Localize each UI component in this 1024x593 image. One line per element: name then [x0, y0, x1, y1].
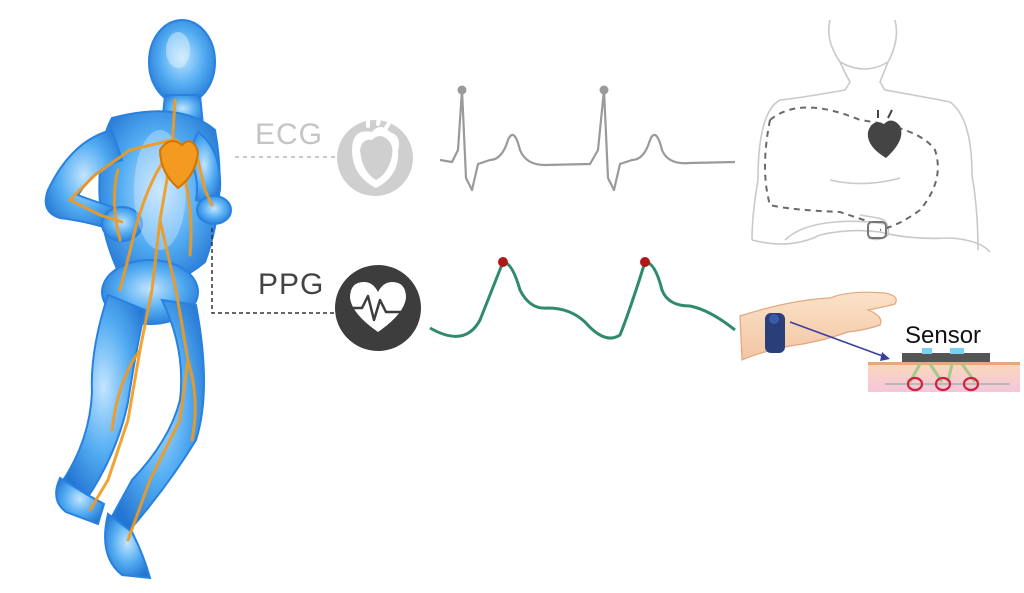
ppg-peak-marker: [640, 257, 650, 267]
heart-pulse-icon: [335, 265, 421, 351]
ppg-connector-line: [211, 228, 338, 314]
ppg-label: PPG: [258, 268, 325, 301]
sensor-label: Sensor: [905, 322, 982, 349]
skin-cross-section-icon: [868, 348, 1020, 392]
ppg-waveform: [429, 257, 736, 340]
wrist-band-illustration: [739, 291, 897, 361]
ecg-label: ECG: [255, 118, 324, 151]
heart-icon: [337, 110, 413, 196]
runner-illustration: [44, 19, 232, 580]
ecg-waveform: [439, 85, 736, 192]
torso-heart: [867, 120, 902, 158]
ppg-peak-marker: [498, 257, 508, 267]
runner-heart: [158, 140, 200, 190]
torso-outline-illustration: [751, 19, 991, 253]
